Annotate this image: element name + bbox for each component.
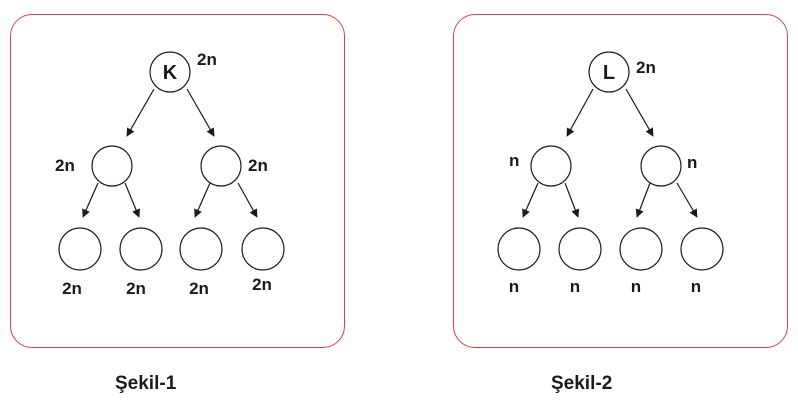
level1-node: [530, 145, 572, 187]
level1-label: 2n: [248, 156, 268, 175]
root-letter-l: L: [603, 62, 615, 84]
leaf-node: [497, 227, 541, 271]
leaf-node: [58, 227, 102, 271]
figure-2-caption: Şekil-2: [551, 373, 613, 394]
level1-node: [640, 145, 682, 187]
tree-2: L 2n n n n n n n: [497, 51, 724, 296]
edge-l1b-left: [635, 182, 651, 218]
edge-root-left: [126, 88, 155, 137]
leaf-node: [179, 227, 223, 271]
edge-l1a-right: [124, 182, 141, 218]
root-label: 2n: [197, 50, 217, 69]
leaf-label: 2n: [62, 279, 82, 298]
root-letter-k: K: [163, 62, 178, 84]
leaf-node: [619, 227, 663, 271]
root-node-k: [149, 51, 191, 93]
edge-l1b-right: [676, 182, 698, 218]
leaf-node: [119, 227, 163, 271]
leaf-node: [241, 227, 285, 271]
figure-1-caption: Şekil-1: [115, 373, 177, 394]
figure-1-frame: [10, 14, 345, 348]
root-label: 2n: [636, 58, 656, 77]
leaf-label: 2n: [126, 279, 146, 298]
level1-label: n: [509, 151, 519, 170]
tree-1: K 2n 2n 2n 2n 2n 2n 2n: [55, 50, 285, 298]
level1-node: [200, 145, 242, 187]
edge-l1b-left: [194, 182, 211, 218]
edge-l1a-right: [564, 182, 580, 218]
leaf-node: [680, 227, 724, 271]
level1-label: 2n: [55, 156, 75, 175]
root-node-l: [588, 51, 630, 93]
leaf-label: n: [631, 277, 641, 296]
edge-l1b-right: [237, 182, 258, 218]
leaf-label: 2n: [252, 275, 272, 294]
leaf-node: [558, 227, 602, 271]
leaf-label: n: [509, 277, 519, 296]
edge-l1a-left: [522, 182, 539, 218]
edge-root-right: [186, 88, 215, 137]
level1-node: [91, 145, 133, 187]
edge-root-right: [625, 88, 654, 137]
edge-root-left: [566, 88, 594, 137]
level1-label: n: [687, 153, 697, 172]
edge-l1a-left: [82, 182, 99, 218]
leaf-label: n: [570, 277, 580, 296]
leaf-label: n: [691, 277, 701, 296]
leaf-label: 2n: [189, 279, 209, 298]
figure-2-frame: [453, 14, 788, 348]
